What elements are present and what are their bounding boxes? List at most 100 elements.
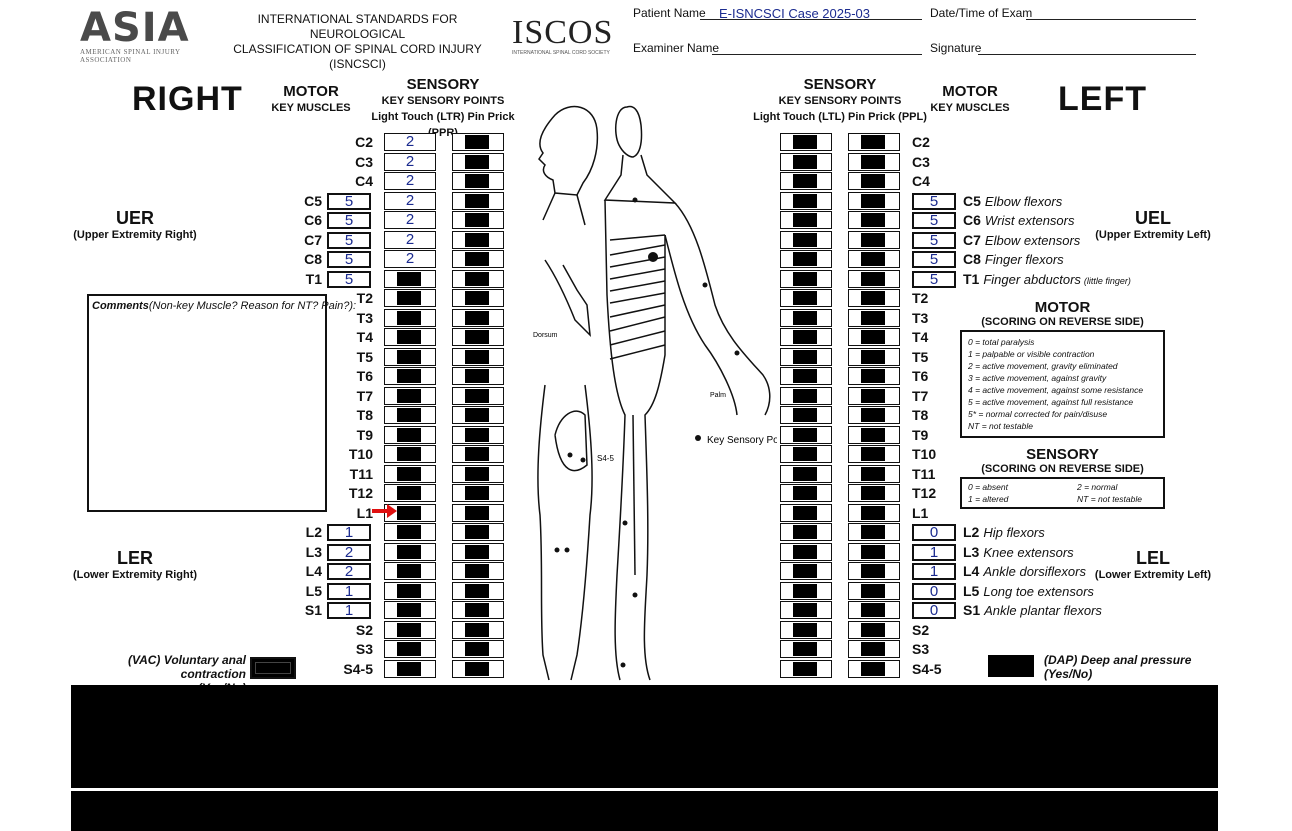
left-light-touch-cell[interactable] (780, 309, 832, 327)
right-motor-cell[interactable]: 5 (327, 193, 371, 210)
dap-field[interactable] (988, 655, 1034, 677)
left-pin-prick-cell[interactable] (848, 309, 900, 327)
left-light-touch-cell[interactable] (780, 211, 832, 229)
right-pin-prick-cell[interactable] (452, 270, 504, 288)
right-motor-cell[interactable]: 1 (327, 524, 371, 541)
left-pin-prick-cell[interactable] (848, 406, 900, 424)
right-light-touch-cell[interactable] (384, 582, 436, 600)
right-pin-prick-cell[interactable] (452, 660, 504, 678)
left-light-touch-cell[interactable] (780, 250, 832, 268)
left-light-touch-cell[interactable] (780, 328, 832, 346)
right-light-touch-cell[interactable]: 2 (384, 172, 436, 190)
left-pin-prick-cell[interactable] (848, 328, 900, 346)
right-pin-prick-cell[interactable] (452, 640, 504, 658)
vac-field[interactable] (250, 657, 296, 679)
left-motor-cell[interactable]: 0 (912, 602, 956, 619)
right-light-touch-cell[interactable] (384, 309, 436, 327)
patient-name-field[interactable] (700, 5, 922, 20)
left-light-touch-cell[interactable] (780, 562, 832, 580)
right-pin-prick-cell[interactable] (452, 348, 504, 366)
right-pin-prick-cell[interactable] (452, 406, 504, 424)
left-light-touch-cell[interactable] (780, 426, 832, 444)
left-pin-prick-cell[interactable] (848, 640, 900, 658)
left-light-touch-cell[interactable] (780, 406, 832, 424)
left-light-touch-cell[interactable] (780, 445, 832, 463)
left-pin-prick-cell[interactable] (848, 426, 900, 444)
left-light-touch-cell[interactable] (780, 543, 832, 561)
left-pin-prick-cell[interactable] (848, 523, 900, 541)
right-light-touch-cell[interactable] (384, 601, 436, 619)
right-pin-prick-cell[interactable] (452, 504, 504, 522)
right-light-touch-cell[interactable]: 2 (384, 133, 436, 151)
right-motor-cell[interactable]: 2 (327, 563, 371, 580)
right-motor-cell[interactable]: 1 (327, 583, 371, 600)
left-light-touch-cell[interactable] (780, 582, 832, 600)
left-pin-prick-cell[interactable] (848, 562, 900, 580)
left-pin-prick-cell[interactable] (848, 484, 900, 502)
right-pin-prick-cell[interactable] (452, 562, 504, 580)
left-motor-cell[interactable]: 0 (912, 583, 956, 600)
left-light-touch-cell[interactable] (780, 192, 832, 210)
right-pin-prick-cell[interactable] (452, 133, 504, 151)
left-pin-prick-cell[interactable] (848, 192, 900, 210)
left-pin-prick-cell[interactable] (848, 504, 900, 522)
right-motor-cell[interactable]: 2 (327, 544, 371, 561)
left-light-touch-cell[interactable] (780, 289, 832, 307)
left-light-touch-cell[interactable] (780, 367, 832, 385)
right-pin-prick-cell[interactable] (452, 601, 504, 619)
left-light-touch-cell[interactable] (780, 640, 832, 658)
left-pin-prick-cell[interactable] (848, 231, 900, 249)
right-motor-cell[interactable]: 5 (327, 251, 371, 268)
left-pin-prick-cell[interactable] (848, 133, 900, 151)
right-pin-prick-cell[interactable] (452, 543, 504, 561)
left-pin-prick-cell[interactable] (848, 211, 900, 229)
left-pin-prick-cell[interactable] (848, 153, 900, 171)
right-motor-cell[interactable]: 1 (327, 602, 371, 619)
right-pin-prick-cell[interactable] (452, 387, 504, 405)
left-pin-prick-cell[interactable] (848, 348, 900, 366)
comments-box[interactable]: Comments(Non-key Muscle? Reason for NT? … (87, 294, 356, 512)
left-motor-cell[interactable]: 5 (912, 232, 956, 249)
right-pin-prick-cell[interactable] (452, 211, 504, 229)
right-light-touch-cell[interactable] (384, 445, 436, 463)
left-light-touch-cell[interactable] (780, 601, 832, 619)
right-pin-prick-cell[interactable] (452, 621, 504, 639)
right-light-touch-cell[interactable]: 2 (384, 192, 436, 210)
left-pin-prick-cell[interactable] (848, 387, 900, 405)
right-pin-prick-cell[interactable] (452, 250, 504, 268)
right-light-touch-cell[interactable] (384, 367, 436, 385)
right-pin-prick-cell[interactable] (452, 153, 504, 171)
left-light-touch-cell[interactable] (780, 231, 832, 249)
right-pin-prick-cell[interactable] (452, 523, 504, 541)
right-light-touch-cell[interactable] (384, 465, 436, 483)
right-motor-cell[interactable]: 5 (327, 232, 371, 249)
signature-field[interactable] (978, 40, 1196, 55)
left-light-touch-cell[interactable] (780, 660, 832, 678)
left-motor-cell[interactable]: 5 (912, 251, 956, 268)
left-motor-cell[interactable]: 0 (912, 524, 956, 541)
examiner-field[interactable] (712, 40, 922, 55)
left-pin-prick-cell[interactable] (848, 445, 900, 463)
right-light-touch-cell[interactable] (384, 543, 436, 561)
right-pin-prick-cell[interactable] (452, 465, 504, 483)
left-light-touch-cell[interactable] (780, 172, 832, 190)
left-light-touch-cell[interactable] (780, 465, 832, 483)
right-pin-prick-cell[interactable] (452, 172, 504, 190)
left-motor-cell[interactable]: 1 (912, 563, 956, 580)
left-light-touch-cell[interactable] (780, 153, 832, 171)
left-light-touch-cell[interactable] (780, 387, 832, 405)
right-light-touch-cell[interactable] (384, 562, 436, 580)
right-light-touch-cell[interactable]: 2 (384, 231, 436, 249)
left-light-touch-cell[interactable] (780, 504, 832, 522)
right-light-touch-cell[interactable]: 2 (384, 211, 436, 229)
right-light-touch-cell[interactable] (384, 328, 436, 346)
right-motor-cell[interactable]: 5 (327, 212, 371, 229)
right-light-touch-cell[interactable] (384, 640, 436, 658)
left-light-touch-cell[interactable] (780, 133, 832, 151)
left-pin-prick-cell[interactable] (848, 289, 900, 307)
right-light-touch-cell[interactable] (384, 484, 436, 502)
left-light-touch-cell[interactable] (780, 484, 832, 502)
left-pin-prick-cell[interactable] (848, 465, 900, 483)
right-light-touch-cell[interactable] (384, 387, 436, 405)
right-light-touch-cell[interactable]: 2 (384, 250, 436, 268)
